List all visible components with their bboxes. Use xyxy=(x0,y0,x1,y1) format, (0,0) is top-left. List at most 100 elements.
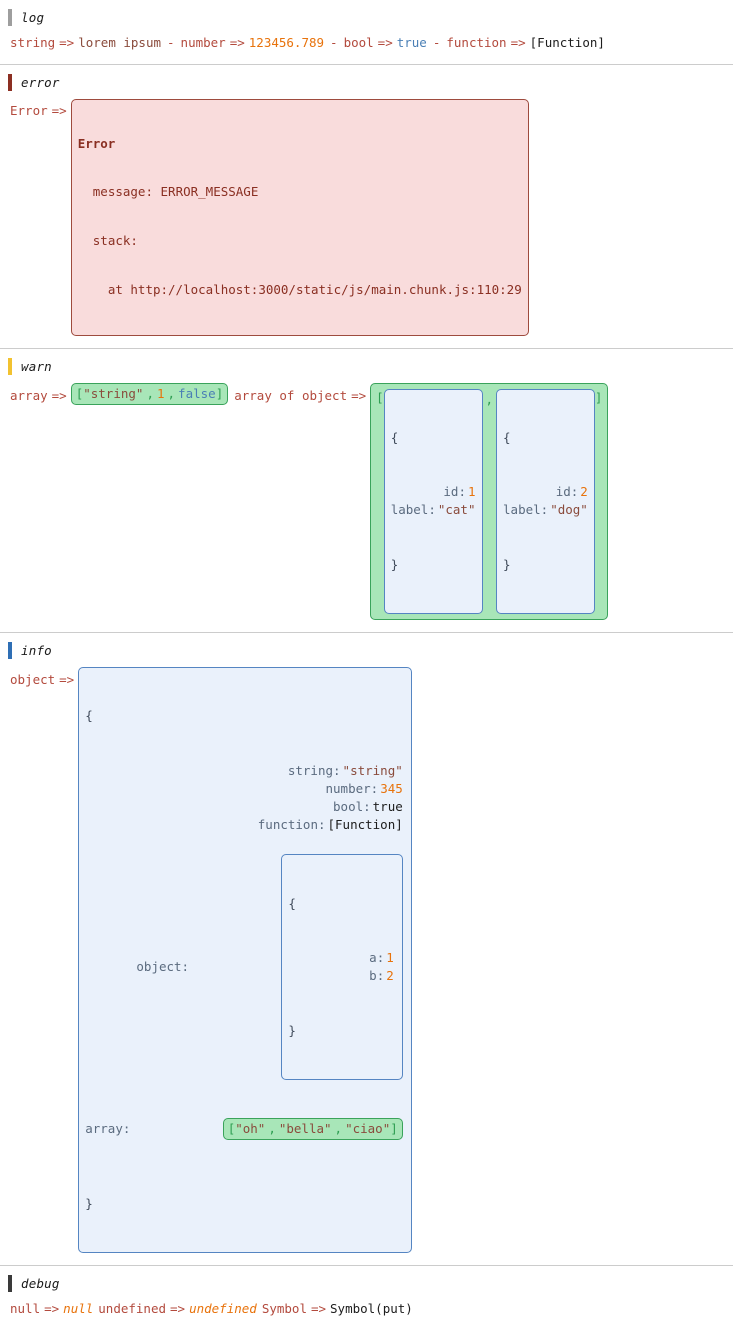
error-stack-key: stack: xyxy=(92,233,138,249)
debug-group-body: null=>null undefined=>undefined Symbol=>… xyxy=(0,1296,733,1318)
warn-array-open-bracket: [ xyxy=(75,385,84,401)
warn-array-item-2: false xyxy=(178,385,216,401)
log-entry-string-value: lorem ipsum xyxy=(78,35,162,50)
debug-entry-null-label: null xyxy=(10,1301,41,1316)
info-nested-array-comma-0: , xyxy=(268,1121,276,1137)
info-object-row-string: string:"string" xyxy=(85,762,403,780)
warn-array-arrow: => xyxy=(51,387,67,403)
warn-aoo-comma: , xyxy=(485,391,494,407)
log-group: log string=>lorem ipsum - number=>123456… xyxy=(0,0,733,66)
info-object-val-function: [Function] xyxy=(327,817,403,833)
info-object-val-nested-object: { a:1 b:2 } xyxy=(189,836,403,1098)
error-stack-row: stack: xyxy=(78,233,522,249)
error-message-key: message: xyxy=(92,184,153,200)
info-object-val-number: 345 xyxy=(380,780,403,796)
log-entry-string-label: string xyxy=(10,35,56,50)
warn-aoo-object-0-val-id: 1 xyxy=(467,484,476,500)
info-nested-array-box: ["oh","bella","ciao"] xyxy=(222,1118,403,1141)
info-nested-object-close: } xyxy=(288,1022,296,1038)
error-entry-arrow: => xyxy=(51,103,67,119)
warn-aoo-object-1-close: } xyxy=(503,556,511,572)
info-object-close: } xyxy=(85,1195,93,1211)
error-group-header: error xyxy=(0,65,733,95)
info-nested-array-comma-1: , xyxy=(334,1121,343,1137)
error-group-body: Error => Error message: ERROR_MESSAGE st… xyxy=(0,95,733,348)
info-group-body: object => { string:"string" number:345 b… xyxy=(0,663,733,1265)
info-object-key-function: function: xyxy=(257,817,326,833)
error-title: Error xyxy=(77,135,116,151)
error-message-value: ERROR_MESSAGE xyxy=(160,184,259,200)
info-nested-object-key-b: b: xyxy=(369,968,385,984)
info-nested-object-row-b: b:2 xyxy=(288,967,394,985)
debug-group: debug null=>null undefined=>undefined Sy… xyxy=(0,1266,733,1318)
error-stack-value: at http://localhost:3000/static/js/main.… xyxy=(107,281,522,297)
log-entry-bool-label: bool xyxy=(343,35,374,50)
error-group: error Error => Error message: ERROR_MESS… xyxy=(0,65,733,349)
warn-aoo-object-0-open: { xyxy=(390,429,399,445)
info-object-key-nested-array: array: xyxy=(85,1121,131,1137)
warn-aoo-object-1-rows: id:2 label:"dog" xyxy=(503,483,588,519)
log-level-bar xyxy=(8,9,12,26)
debug-entry-undefined-label: undefined xyxy=(98,1301,167,1316)
debug-entry-null-value: null xyxy=(63,1301,94,1316)
info-nested-array-close-bracket: ] xyxy=(390,1121,398,1137)
info-object-key-bool: bool: xyxy=(333,799,371,814)
log-entry-function: function=>[Function] xyxy=(446,34,605,52)
debug-entry-symbol-label: Symbol xyxy=(261,1301,307,1316)
info-object-arrow: => xyxy=(59,672,75,688)
warn-aoo-object-1-key-label: label: xyxy=(503,502,549,518)
debug-entry-symbol: Symbol=>Symbol(put) xyxy=(262,1300,413,1318)
warn-aoo-object-1-val-label: "dog" xyxy=(550,502,588,518)
warn-array-item-1: 1 xyxy=(156,385,165,401)
info-object-row-bool: bool:true xyxy=(85,798,403,816)
info-nested-array-item-0: "oh" xyxy=(235,1121,266,1137)
warn-aoo-object-1: { id:2 label:"dog" } xyxy=(496,388,595,615)
log-separator-3: - xyxy=(432,35,441,50)
debug-level-bar xyxy=(8,1275,12,1292)
error-entry-label: Error xyxy=(10,103,48,119)
warn-aoo-object-0-close: } xyxy=(390,556,399,572)
error-stack-line: at http://localhost:3000/static/js/main.… xyxy=(78,282,522,298)
warn-array-item-0: "string" xyxy=(83,385,144,401)
debug-entry-undefined-value: undefined xyxy=(189,1301,257,1316)
log-entry-number: number=>123456.789 xyxy=(181,34,324,52)
error-detail-box: Error message: ERROR_MESSAGE stack: at h… xyxy=(70,99,529,336)
warn-array-box: ["string",1,false] xyxy=(70,382,229,405)
log-group-body: string=>lorem ipsum - number=>123456.789… xyxy=(0,30,733,64)
log-entry-bool: bool=>true xyxy=(344,34,427,52)
log-entry-function-arrow: => xyxy=(510,35,526,50)
info-nested-object-box: { a:1 b:2 } xyxy=(281,854,403,1080)
info-object-val-nested-array: ["oh","bella","ciao"] xyxy=(130,1100,403,1158)
debug-entry-symbol-arrow: => xyxy=(310,1301,327,1316)
info-group-header: info xyxy=(0,633,733,663)
warn-aoo-object-0-key-label: label: xyxy=(390,502,436,518)
warn-array-of-object-box: [ { id:1 label:"cat" } , { id:2 label:"d… xyxy=(370,382,609,621)
info-object-label: object xyxy=(10,672,56,688)
warn-array-of-object-label: array of object xyxy=(234,387,348,403)
log-separator-2: - xyxy=(330,35,338,50)
log-entry-string: string=>lorem ipsum xyxy=(10,34,161,52)
info-nested-array-item-1: "bella" xyxy=(278,1121,332,1137)
warn-aoo-object-0-key-id: id: xyxy=(443,484,466,500)
warn-aoo-object-1-row-id: id:2 xyxy=(503,483,588,501)
info-nested-array-open-bracket: [ xyxy=(227,1121,236,1137)
debug-entry-undefined-arrow: => xyxy=(170,1301,186,1316)
info-object-rows: string:"string" number:345 bool:true fun… xyxy=(85,762,403,1159)
warn-aoo-object-0-row-id: id:1 xyxy=(391,483,476,501)
info-nested-object-row-a: a:1 xyxy=(288,949,394,967)
warn-array-label: array xyxy=(10,387,48,403)
info-group: info object => { string:"string" number:… xyxy=(0,633,733,1266)
warn-aoo-close-bracket: ] xyxy=(594,389,603,405)
info-object-box: { string:"string" number:345 bool:true f… xyxy=(78,667,412,1253)
info-object-key-nested-object: object: xyxy=(136,959,190,975)
warn-aoo-object-1-key-id: id: xyxy=(555,484,579,500)
info-object-key-string: string: xyxy=(287,762,341,778)
warn-level-label: warn xyxy=(21,358,52,374)
warn-aoo-object-0-rows: id:1 label:"cat" xyxy=(391,483,476,519)
info-level-bar xyxy=(8,642,12,660)
warn-array-close-bracket: ] xyxy=(215,385,224,401)
info-nested-object-val-b: 2 xyxy=(386,968,394,984)
log-entry-number-arrow: => xyxy=(229,35,245,50)
info-nested-object-rows: a:1 b:2 xyxy=(288,949,394,985)
log-separator-1: - xyxy=(167,35,175,50)
